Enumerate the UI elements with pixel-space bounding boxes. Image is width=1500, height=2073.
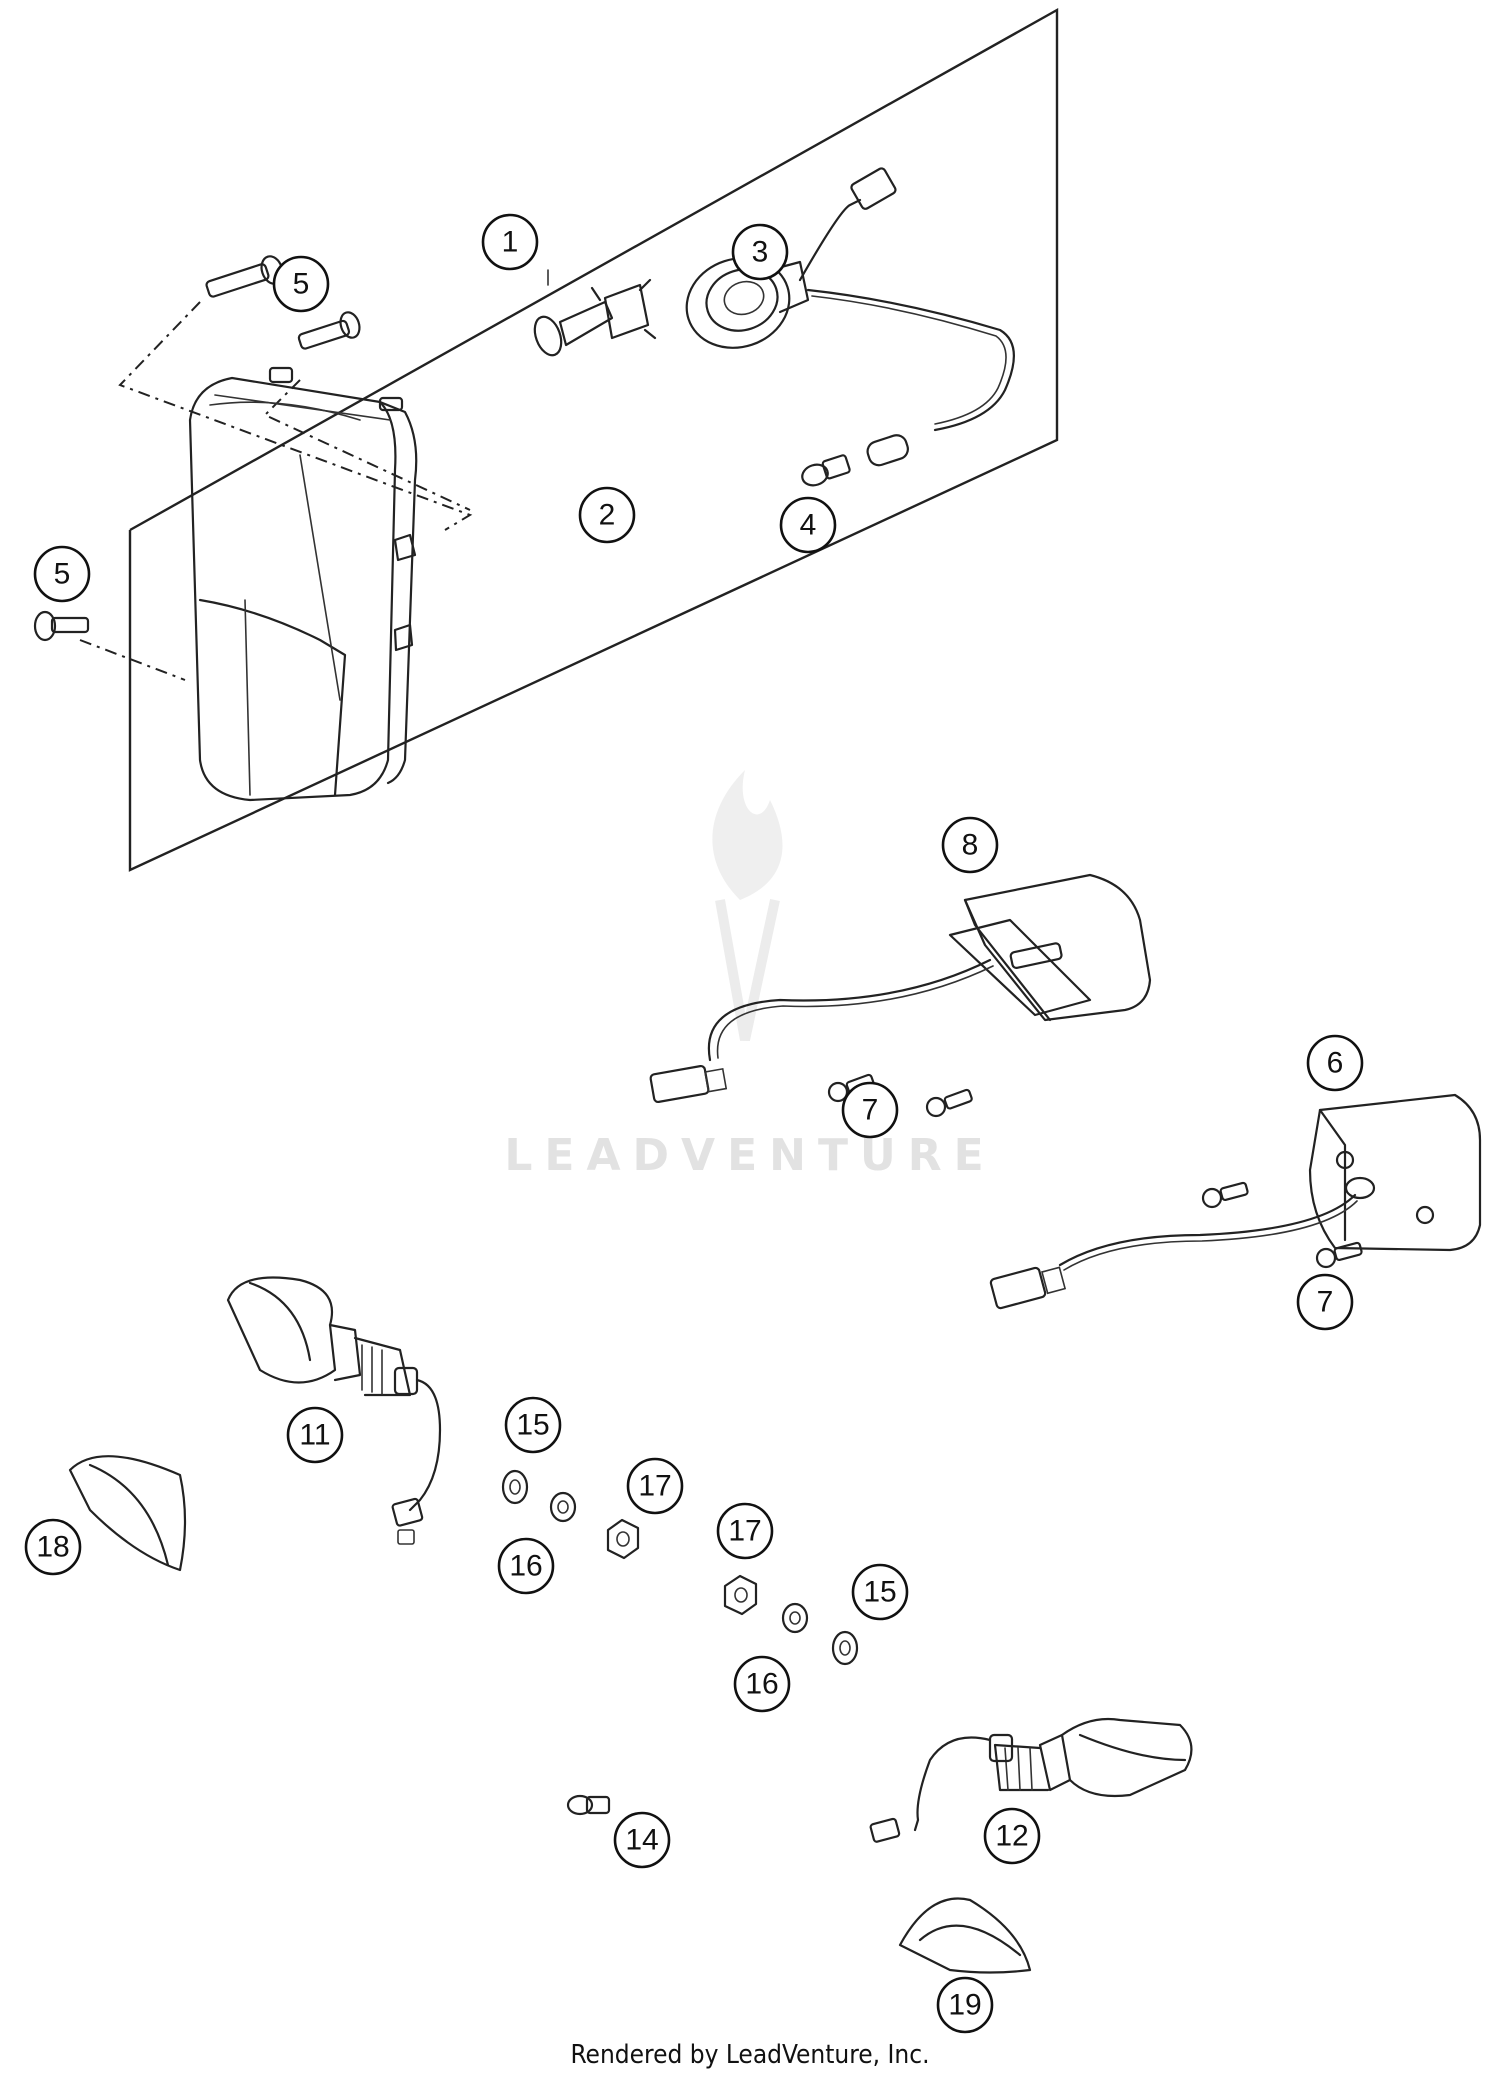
svg-text:5: 5	[54, 558, 71, 591]
turn-signal-lens-left	[68, 1455, 187, 1572]
callout-14: 14	[613, 1811, 671, 1869]
callout-15-left: 15	[504, 1396, 562, 1454]
svg-text:19: 19	[948, 1989, 981, 2022]
bulb-socket-harness	[685, 167, 1015, 467]
bolt-top-right	[297, 311, 361, 350]
svg-text:16: 16	[509, 1550, 542, 1583]
callout-17-right: 17	[716, 1502, 774, 1560]
svg-text:5: 5	[293, 268, 310, 301]
callout-6: 6	[1306, 1034, 1364, 1092]
callout-16-right: 16	[733, 1655, 791, 1713]
svg-text:15: 15	[863, 1576, 896, 1609]
callout-19: 19	[936, 1976, 994, 2034]
svg-text:11: 11	[299, 1419, 330, 1452]
svg-text:7: 7	[1317, 1286, 1334, 1319]
callout-1: 1	[481, 213, 539, 271]
callout-5-left: 5	[33, 545, 91, 603]
callout-18: 18	[24, 1518, 82, 1576]
svg-text:16: 16	[745, 1668, 778, 1701]
watermark-text: LEADVENTURE	[504, 1130, 995, 1181]
watermark: LEADVENTURE	[504, 770, 995, 1181]
svg-text:8: 8	[962, 829, 979, 862]
footer-credit: Rendered by LeadVenture, Inc.	[570, 2040, 930, 2070]
svg-text:14: 14	[625, 1824, 658, 1857]
callout-4: 4	[779, 496, 837, 554]
turn-signal-left	[226, 1276, 442, 1545]
license-plate-light	[989, 1093, 1482, 1310]
svg-text:17: 17	[728, 1515, 761, 1548]
callout-8: 8	[941, 816, 999, 874]
svg-text:4: 4	[800, 509, 817, 542]
callout-2: 2	[578, 486, 636, 544]
svg-text:18: 18	[36, 1531, 69, 1564]
plate-light-screws	[1201, 1181, 1363, 1269]
callout-16-left: 16	[497, 1537, 555, 1595]
mounting-hardware-left	[501, 1469, 640, 1560]
svg-text:6: 6	[1327, 1047, 1344, 1080]
tail-light	[649, 873, 1152, 1104]
callout-15-right: 15	[851, 1563, 909, 1621]
headlight-housing	[188, 366, 418, 802]
fastener-guide-lines	[79, 301, 473, 681]
svg-text:3: 3	[752, 236, 769, 269]
turn-signal-right	[869, 1717, 1193, 1843]
callout-12: 12	[983, 1807, 1041, 1865]
turn-signal-bulb	[566, 1794, 611, 1816]
svg-text:2: 2	[599, 499, 616, 532]
callout-7-tail: 7	[841, 1081, 899, 1139]
svg-text:17: 17	[638, 1470, 671, 1503]
turn-signal-lens-right	[898, 1897, 1032, 1974]
headlight-assembly-frame	[128, 7, 1059, 872]
svg-text:12: 12	[995, 1820, 1028, 1853]
callout-11: 11	[286, 1406, 344, 1464]
position-light-bulb	[801, 454, 851, 487]
callout-5-top: 5	[272, 255, 330, 313]
svg-text:15: 15	[516, 1409, 549, 1442]
bolt-left	[33, 610, 90, 642]
callout-17-left: 17	[626, 1457, 684, 1515]
svg-text:1: 1	[502, 226, 519, 259]
headlight-bulb	[533, 278, 657, 357]
svg-text:7: 7	[862, 1094, 879, 1127]
mounting-hardware-right	[723, 1574, 859, 1666]
callout-7-plate: 7	[1296, 1273, 1354, 1331]
callout-3: 3	[731, 223, 789, 281]
